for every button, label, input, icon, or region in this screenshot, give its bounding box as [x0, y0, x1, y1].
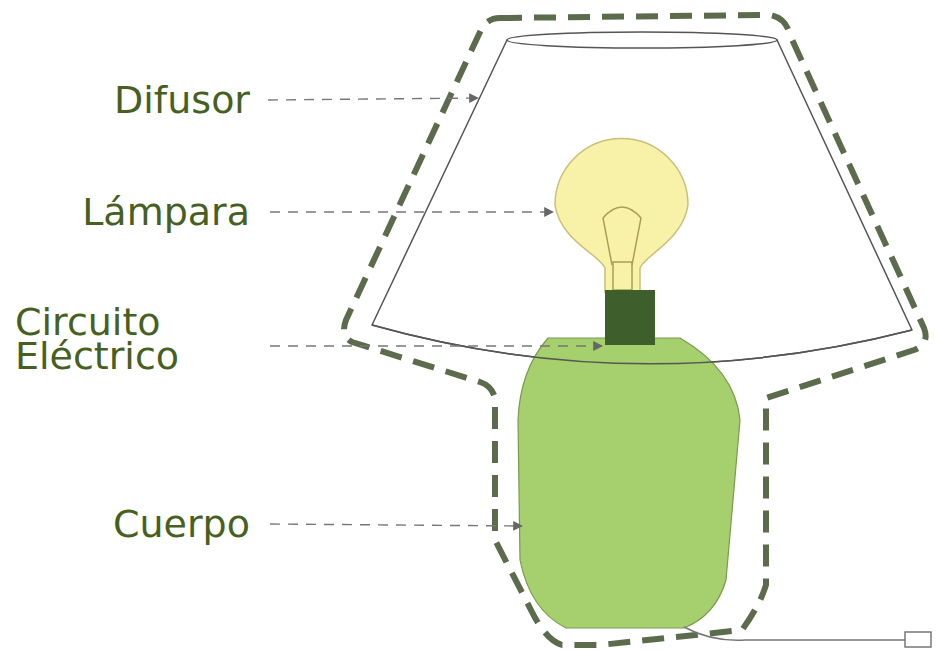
leader-line	[270, 211, 553, 212]
part-label: Circuito Eléctrico	[15, 305, 255, 373]
leader-line	[268, 98, 478, 100]
light-bulb	[555, 139, 688, 292]
power-plug	[905, 632, 931, 647]
lamp-shade	[372, 40, 912, 364]
bulb-stem	[613, 262, 632, 290]
lamp-body	[518, 338, 740, 628]
leader-line	[270, 524, 522, 526]
bulb-socket	[605, 290, 655, 345]
part-label: Lámpara	[0, 191, 250, 233]
leader-line	[270, 345, 602, 346]
power-cord	[684, 627, 905, 640]
shade-top-rim	[507, 32, 777, 48]
part-label: Difusor	[0, 79, 250, 121]
enclosure-outline	[344, 15, 926, 645]
part-label: Cuerpo	[0, 503, 250, 545]
bulb-filament	[603, 207, 641, 265]
